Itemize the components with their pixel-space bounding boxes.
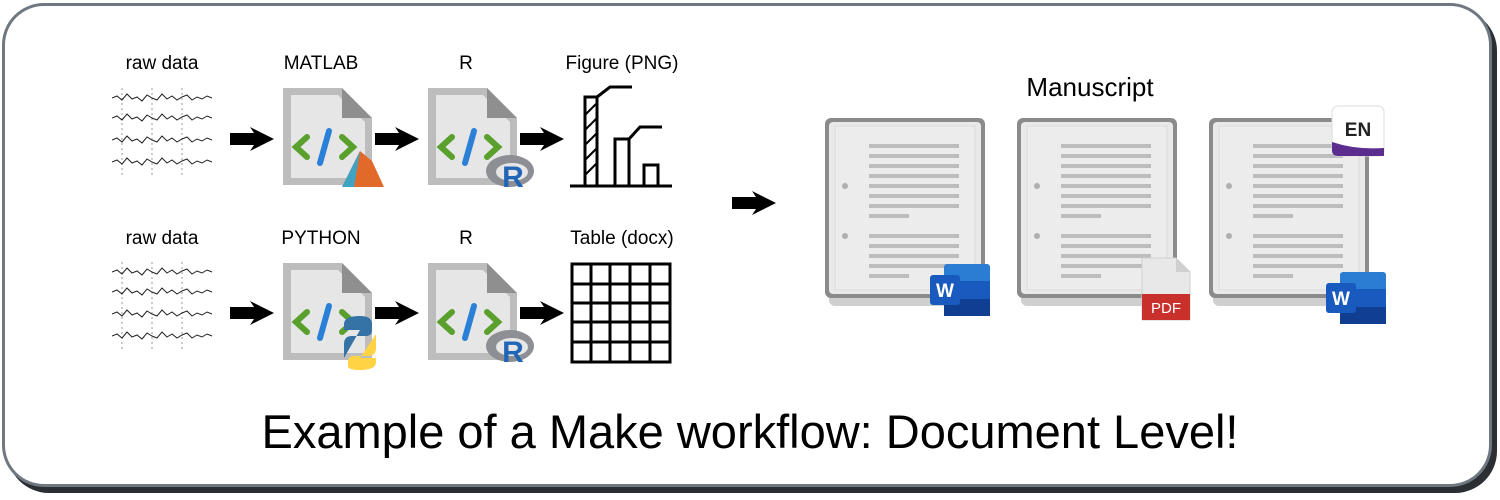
arrow-icon-6 — [520, 301, 564, 325]
raw-data-eeg-icon-2 — [112, 262, 217, 357]
manuscript-label: Manuscript — [1026, 72, 1154, 102]
table-docx-label: Table (docx) — [570, 228, 674, 249]
arrow-icon-5 — [375, 301, 419, 325]
svg-text:PDF: PDF — [1151, 300, 1181, 317]
matlab-label: MATLAB — [283, 53, 359, 74]
table-grid-icon — [570, 262, 672, 364]
svg-text:EN: EN — [1345, 120, 1371, 141]
raw-data-label-2: raw data — [125, 228, 199, 249]
pdf-icon: PDF — [1141, 257, 1191, 321]
arrow-to-manuscript-icon — [732, 191, 776, 215]
word-icon-2 — [1326, 272, 1386, 324]
r-label-2: R — [459, 228, 473, 249]
arrow-icon-2 — [375, 127, 419, 151]
python-label: PYTHON — [281, 228, 361, 249]
matlab-script-icon — [280, 85, 384, 195]
endnote-icon: EN — [1331, 105, 1385, 157]
raw-data-eeg-icon-1 — [112, 88, 217, 183]
r-script-icon-1 — [425, 85, 534, 194]
arrow-icon-3 — [520, 127, 564, 151]
r-label-1: R — [459, 53, 473, 74]
arrow-icon-4 — [230, 301, 274, 325]
figure-png-label: Figure (PNG) — [565, 53, 679, 74]
r-script-icon-2 — [425, 260, 534, 369]
raw-data-label-1: raw data — [125, 53, 199, 74]
word-icon-1 — [930, 264, 990, 316]
arrow-icon-1 — [230, 127, 274, 151]
bar-chart-icon — [570, 85, 672, 188]
diagram-title: Example of a Make workflow: Document Lev… — [261, 405, 1239, 458]
python-script-icon — [280, 260, 376, 370]
